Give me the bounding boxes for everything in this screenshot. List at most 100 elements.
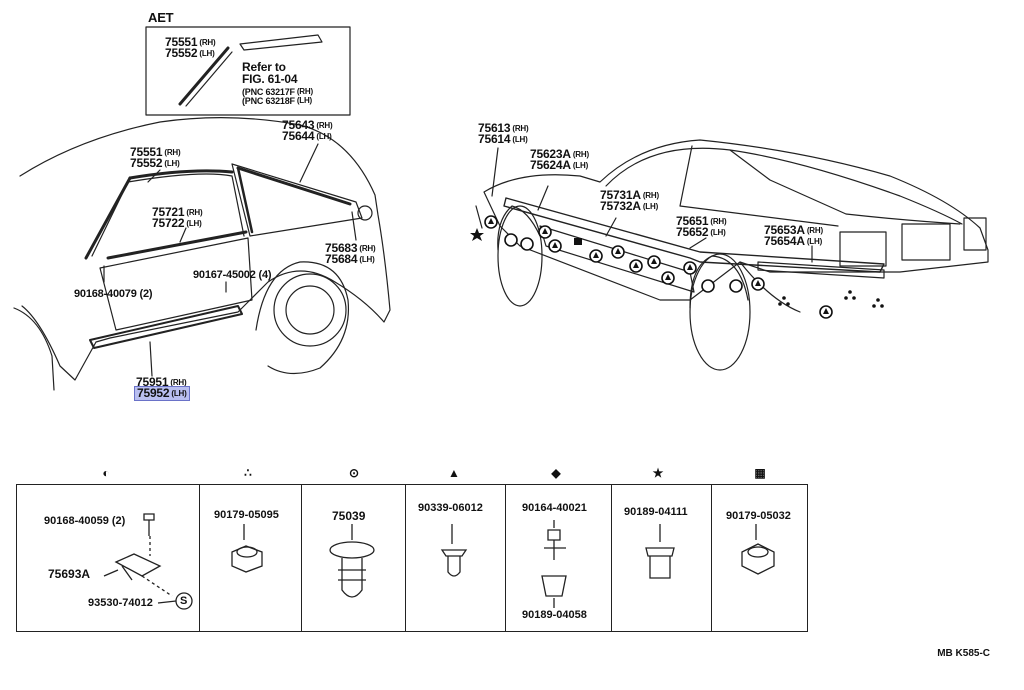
part-75552[interactable]: 75552(LH) [130, 157, 180, 170]
legend-part-75039[interactable]: 75039 [332, 509, 366, 523]
side-lh-tag: (LH) [359, 255, 375, 264]
aet-part-75551-number: 75551 [165, 35, 198, 49]
part-75613[interactable]: 75613(RH) [478, 121, 529, 135]
side-rh-tag: (RH) [642, 191, 659, 200]
aet-pnc-lh: (PNC 63218F(LH) [242, 95, 312, 107]
side-rh-tag: (RH) [806, 226, 823, 235]
figure-code: MB K585-C [937, 648, 990, 659]
legend-part-90179-05095[interactable]: 90179-05095 [214, 509, 279, 521]
part-75952-number: 75952 [137, 386, 170, 400]
fastener-legend-table [16, 484, 808, 632]
part-75654A-number: 75654A [764, 234, 805, 248]
side-lh-tag: (LH) [806, 237, 823, 246]
part-75722-number: 75722 [152, 216, 185, 230]
part-75684-number: 75684 [325, 252, 358, 266]
side-rh-tag: (RH) [186, 208, 203, 217]
side-lh-tag: (LH) [199, 49, 215, 58]
legend-symbol-half-circle-icon: ◐ [102, 466, 110, 480]
part-75684[interactable]: 75684(LH) [325, 253, 375, 266]
legend-cell-6 [611, 485, 711, 631]
part-75614-number: 75614 [478, 132, 511, 146]
part-90167-45002[interactable]: 90167-45002 (4) [193, 269, 272, 281]
part-75643-number: 75643 [282, 118, 315, 132]
part-75643[interactable]: 75643(RH) [282, 118, 333, 132]
part-75623A[interactable]: 75623A(RH) [530, 148, 589, 161]
legend-part-90179-05032[interactable]: 90179-05032 [726, 510, 791, 522]
aet-part-75552[interactable]: 75552(LH) [165, 47, 215, 60]
side-lh-tag: (LH) [642, 202, 659, 211]
part-75551-number: 75551 [130, 145, 163, 159]
legend-part-75693A[interactable]: 75693A [48, 567, 91, 581]
side-lh-tag: (LH) [296, 96, 313, 105]
part-75653A[interactable]: 75653A(RH) [764, 224, 823, 237]
aet-refer-line1: Refer to [242, 60, 286, 74]
part-75721-number: 75721 [152, 205, 185, 219]
part-75613-number: 75613 [478, 121, 511, 135]
part-75644-number: 75644 [282, 129, 315, 143]
part-75551[interactable]: 75551(RH) [130, 145, 181, 159]
aet-part-75551[interactable]: 75551(RH) [165, 35, 216, 49]
part-75654A[interactable]: 75654A(LH) [764, 235, 822, 248]
legend-cell-7 [711, 485, 809, 631]
legend-part-90189-04058[interactable]: 90189-04058 [522, 609, 587, 621]
side-rh-tag: (RH) [710, 217, 727, 226]
aet-title: AET [148, 10, 174, 25]
part-75722[interactable]: 75722(LH) [152, 217, 202, 230]
part-75651-number: 75651 [676, 214, 709, 228]
side-rh-tag: (RH) [296, 87, 313, 96]
part-75683-number: 75683 [325, 241, 358, 255]
part-75644[interactable]: 75644(LH) [282, 130, 332, 143]
part-75951-number: 75951 [136, 375, 169, 389]
legend-symbol-star-icon: ★ [652, 466, 664, 480]
part-75552-number: 75552 [130, 156, 163, 170]
legend-part-90339-06012[interactable]: 90339-06012 [418, 502, 483, 514]
part-75721[interactable]: 75721(RH) [152, 205, 203, 219]
part-75731A-number: 75731A [600, 188, 641, 202]
part-75652[interactable]: 75652(LH) [676, 226, 726, 239]
side-lh-tag: (LH) [572, 161, 589, 170]
side-lh-tag: (LH) [710, 228, 726, 237]
side-rh-tag: (RH) [512, 124, 529, 133]
legend-cell-3 [301, 485, 405, 631]
part-75683[interactable]: 75683(RH) [325, 241, 376, 255]
part-75624A[interactable]: 75624A(LH) [530, 159, 588, 172]
legend-s-mark: S [180, 595, 188, 607]
part-75732A-number: 75732A [600, 199, 641, 213]
part-75952-highlighted[interactable]: 75952(LH) [134, 386, 190, 401]
aet-part-75552-number: 75552 [165, 46, 198, 60]
legend-symbol-diamond-icon: ◆ [551, 466, 561, 480]
part-75653A-number: 75653A [764, 223, 805, 237]
part-75652-number: 75652 [676, 225, 709, 239]
legend-part-93530-74012[interactable]: 93530-74012 [88, 597, 153, 609]
side-lh-tag: (LH) [171, 389, 187, 398]
part-75651[interactable]: 75651(RH) [676, 214, 727, 228]
side-rh-tag: (RH) [199, 38, 216, 47]
side-rh-tag: (RH) [316, 121, 333, 130]
legend-symbol-triangle-icon: ▲ [448, 466, 460, 480]
side-lh-tag: (LH) [316, 132, 332, 141]
part-75731A[interactable]: 75731A(RH) [600, 189, 659, 202]
legend-symbol-ring-icon: ⊙ [348, 466, 360, 480]
aet-pnc-rh-number: (PNC 63217F [242, 87, 295, 97]
aet-refer-fig-link[interactable]: FIG. 61-04 [242, 72, 298, 86]
legend-part-90164-40021[interactable]: 90164-40021 [522, 502, 587, 514]
side-lh-tag: (LH) [512, 135, 528, 144]
side-rh-tag: (RH) [572, 150, 589, 159]
left-car-body [19, 117, 391, 381]
legend-cell-4 [405, 485, 505, 631]
aet-pnc-rh: (PNC 63217F(RH) [242, 86, 313, 98]
part-90168-40079[interactable]: 90168-40079 (2) [74, 288, 153, 300]
side-rh-tag: (RH) [164, 148, 181, 157]
part-75732A[interactable]: 75732A(LH) [600, 200, 658, 213]
side-rh-tag: (RH) [170, 378, 187, 387]
side-lh-tag: (LH) [186, 219, 202, 228]
aet-pnc-lh-number: (PNC 63218F [242, 96, 295, 106]
part-75614[interactable]: 75614(LH) [478, 133, 528, 146]
right-car-body [483, 139, 989, 301]
legend-part-90189-04111[interactable]: 90189-04111 [624, 506, 688, 518]
part-75624A-number: 75624A [530, 158, 571, 172]
part-75951[interactable]: 75951(RH) [136, 375, 187, 389]
legend-part-90168-40059[interactable]: 90168-40059 (2) [44, 515, 126, 527]
